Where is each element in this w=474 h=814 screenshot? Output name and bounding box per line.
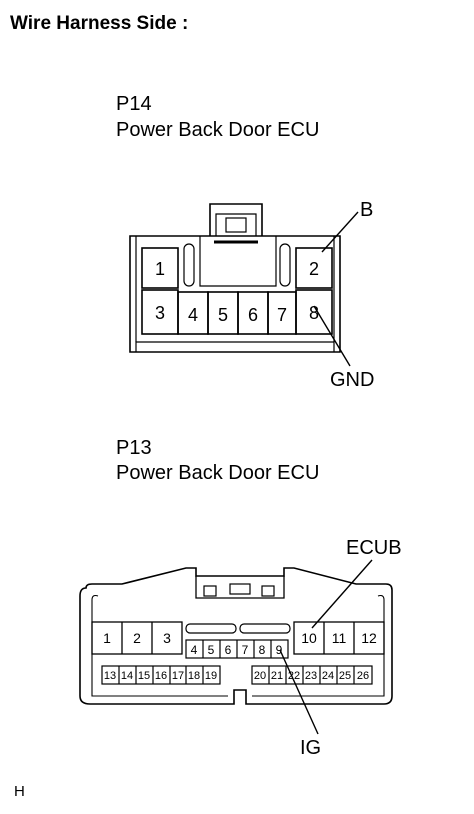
connector-p13-id: P13	[116, 437, 152, 459]
p13-pin-label: 9	[276, 643, 283, 657]
p13-leader-ecub	[311, 559, 373, 629]
figure-code: H	[14, 783, 25, 800]
p13-pin-label: 3	[163, 630, 171, 646]
p13-pin-label: 4	[191, 643, 198, 657]
p13-pin-label: 25	[339, 670, 351, 682]
p14-pin-label: 5	[218, 305, 228, 325]
p14-body-shadow	[135, 341, 335, 352]
connector-p14-name: Power Back Door ECU	[116, 119, 320, 141]
p13-pin-numbers-row3: 13 14 15 16 17 18 19 20 21 22 23 24 25 2…	[104, 670, 369, 682]
p13-pin-label: 5	[208, 643, 215, 657]
p13-leader-ig	[279, 649, 319, 735]
p13-pin-label: 12	[361, 630, 377, 646]
p14-leader-b	[321, 211, 359, 253]
p14-leader-gnd	[313, 305, 351, 367]
p13-pin-label: 26	[357, 670, 369, 682]
p14-pin-8-cell	[295, 289, 333, 335]
p13-pin-label: 2	[133, 630, 141, 646]
p14-body-outline	[129, 235, 341, 353]
p14-pin-label: 4	[188, 305, 198, 325]
p13-pin-label: 6	[225, 643, 232, 657]
p14-pin-label: 2	[309, 259, 319, 279]
p14-pin-label: 1	[155, 259, 165, 279]
p13-pin-label: 13	[104, 670, 116, 682]
p13-pin-label: 11	[332, 630, 347, 646]
p13-body-outline	[79, 567, 393, 705]
p13-pin-label: 18	[188, 670, 200, 682]
p14-callout-gnd: GND	[330, 369, 375, 391]
p13-pin-numbers-row2: 4 5 6 7 8 9	[191, 643, 283, 657]
p13-pin-numbers-row1: 1 2 3 10 11 12	[103, 630, 377, 646]
p13-pin-label: 15	[138, 670, 150, 682]
p13-pin-label: 24	[322, 670, 334, 682]
p13-pin-label: 8	[259, 643, 266, 657]
p13-pin-label: 10	[301, 630, 317, 646]
connector-p13	[79, 567, 393, 705]
p13-pin-label: 7	[242, 643, 249, 657]
connector-p14	[129, 203, 341, 353]
p14-callout-b: B	[360, 199, 374, 221]
p14-pin-label: 6	[248, 305, 258, 325]
p13-pin-label: 14	[121, 670, 133, 682]
connector-p14-id: P14	[116, 93, 152, 115]
p14-pin-label: 7	[277, 305, 287, 325]
p14-pin-label: 3	[155, 303, 165, 323]
page-heading: Wire Harness Side :	[10, 13, 189, 34]
p14-pin-1-cell	[141, 247, 179, 289]
p13-pin-label: 16	[155, 670, 167, 682]
p14-pin-numbers: 1 2 3 4 5 6 7 8	[155, 259, 319, 325]
p13-lock	[195, 576, 285, 599]
p13-callout-ig: IG	[300, 737, 322, 759]
p13-pin-label: 19	[205, 670, 217, 682]
p13-pin-label: 20	[254, 670, 266, 682]
p13-pin-label: 23	[305, 670, 317, 682]
p13-callout-ecub: ECUB	[346, 537, 402, 559]
p13-pin-label: 1	[103, 630, 111, 646]
p14-pin-2-cell	[295, 247, 333, 289]
p14-lock	[209, 203, 263, 236]
p13-pin-label: 21	[271, 670, 283, 682]
p13-pin-label: 17	[172, 670, 184, 682]
connector-p13-name: Power Back Door ECU	[116, 462, 320, 484]
p14-pin-label: 8	[309, 303, 319, 323]
